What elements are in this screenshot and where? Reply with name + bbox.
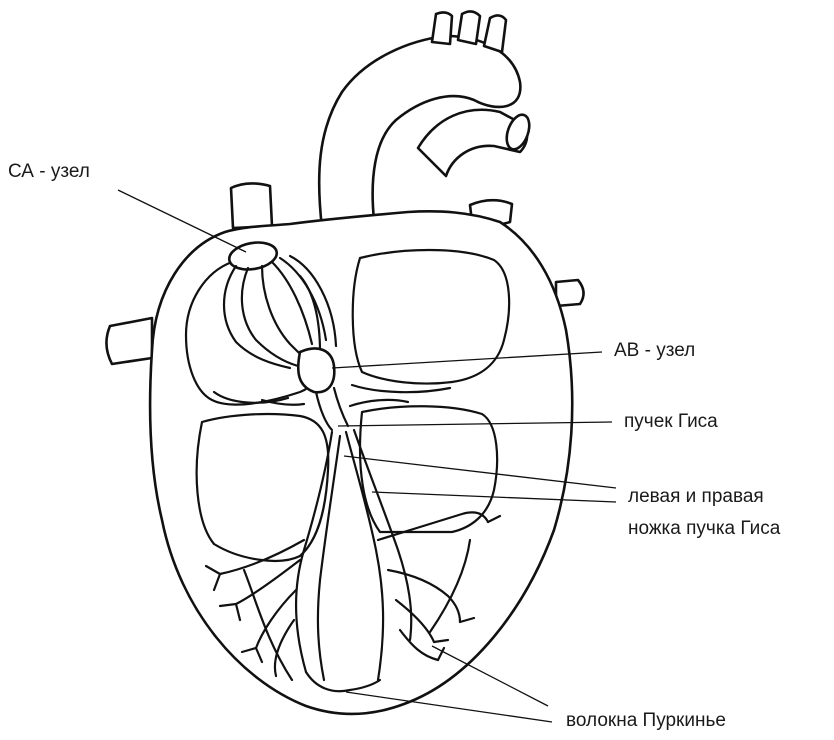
av-node-label: АВ - узел	[614, 340, 695, 362]
bundle-branches-label-line2: ножка пучка Гиса	[628, 518, 780, 540]
sa-node-label: СА - узел	[8, 161, 90, 183]
purkinje-fibers-label: волокна Пуркинье	[566, 710, 726, 732]
av-node	[298, 348, 334, 392]
bundle-branches-label-line1: левая и правая	[628, 486, 764, 508]
his-bundle-label: пучек Гиса	[624, 411, 718, 433]
